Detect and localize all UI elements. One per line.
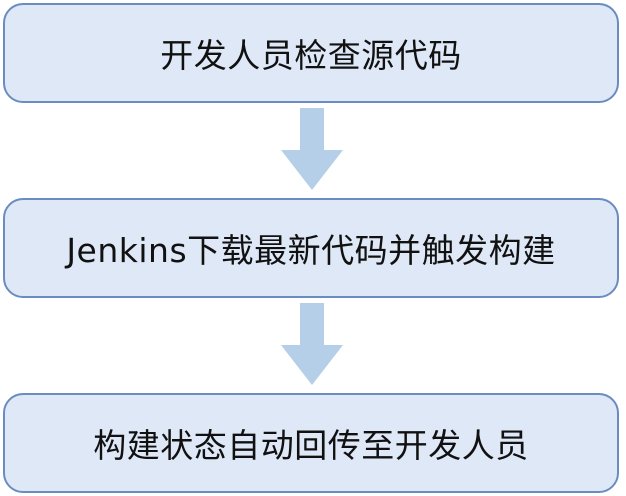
down-arrow-icon-2	[281, 303, 343, 385]
flow-step-box-3: 构建状态自动回传至开发人员	[3, 393, 619, 493]
flow-step-label-1: 开发人员检查源代码	[160, 36, 462, 75]
down-arrow-icon-1	[281, 108, 343, 190]
flow-step-box-2: Jenkins下载最新代码并触发构建	[3, 198, 619, 298]
flow-step-label-3: 构建状态自动回传至开发人员	[93, 426, 529, 465]
flow-step-label-2: Jenkins下载最新代码并触发构建	[66, 231, 556, 270]
flow-step-box-1: 开发人员检查源代码	[3, 3, 619, 103]
